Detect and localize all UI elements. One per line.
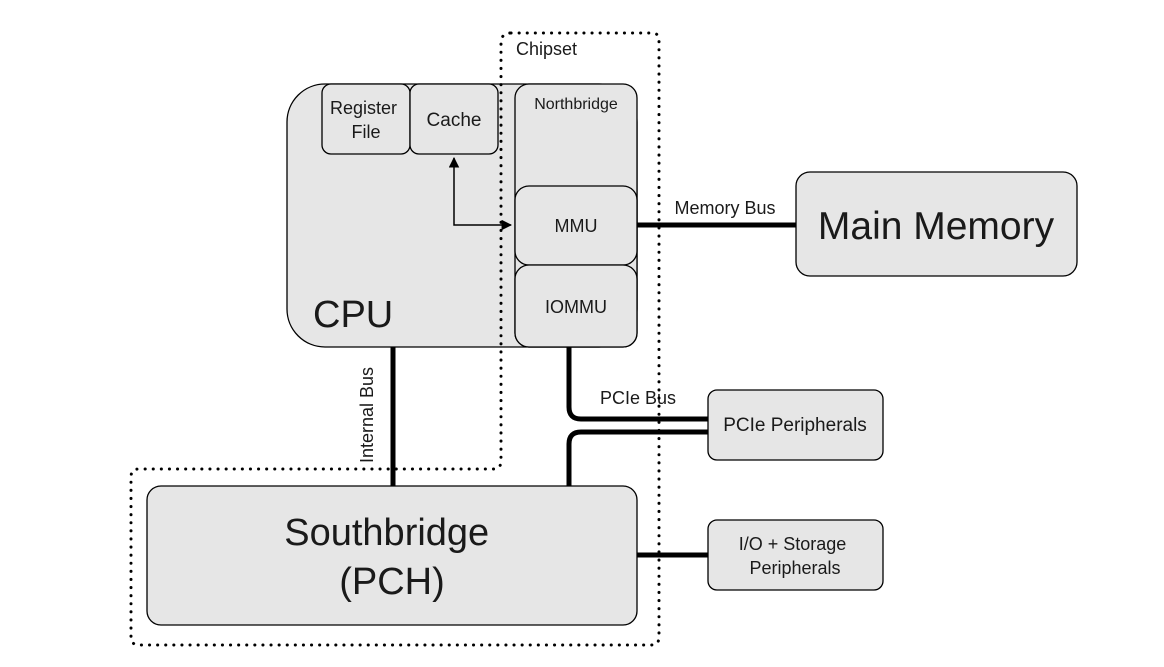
cache-box: Cache xyxy=(409,83,499,155)
register-file-line2: File xyxy=(351,122,380,142)
register-file-line1: Register xyxy=(330,98,397,118)
io-storage-line2: Peripherals xyxy=(749,558,840,578)
southbridge-line1: Southbridge xyxy=(284,512,489,554)
southbridge-box: Southbridge (PCH) xyxy=(146,485,638,626)
iommu-label: IOMMU xyxy=(545,297,607,317)
chipset-label: Chipset xyxy=(516,39,577,59)
memory-bus-label: Memory Bus xyxy=(674,198,775,218)
northbridge-label: Northbridge xyxy=(534,96,618,113)
svg-text:Southbridge (PCH): Southbridge (PCH) xyxy=(284,512,500,603)
cache-mmu-arrow xyxy=(448,156,513,231)
svg-text:Register File: Register File xyxy=(330,98,402,142)
svg-text:I/O + Storage Peripheral: I/O + Storage Peripherals xyxy=(739,534,852,578)
main-memory-box: Main Memory xyxy=(795,171,1078,277)
mmu-label: MMU xyxy=(555,216,598,236)
register-file-box: Register File xyxy=(321,83,411,155)
southbridge-line2: (PCH) xyxy=(339,561,445,603)
pcie-bus-label: PCIe Bus xyxy=(600,388,676,408)
pcie-peripherals-box: PCIe Peripherals xyxy=(707,389,884,461)
io-storage-line1: I/O + Storage xyxy=(739,534,847,554)
main-memory-label: Main Memory xyxy=(818,205,1055,248)
cpu-label: CPU xyxy=(313,294,393,336)
cache-label: Cache xyxy=(427,110,482,131)
pcie-bus-line-southbridge xyxy=(566,429,708,486)
pcie-peripherals-label: PCIe Peripherals xyxy=(723,415,867,436)
internal-bus-label: Internal Bus xyxy=(357,367,377,463)
pcie-bus-line-northbridge xyxy=(566,347,708,422)
io-storage-peripherals-box: I/O + Storage Peripherals xyxy=(707,519,884,591)
iommu-box: IOMMU xyxy=(514,264,638,348)
mmu-box: MMU xyxy=(514,185,638,266)
